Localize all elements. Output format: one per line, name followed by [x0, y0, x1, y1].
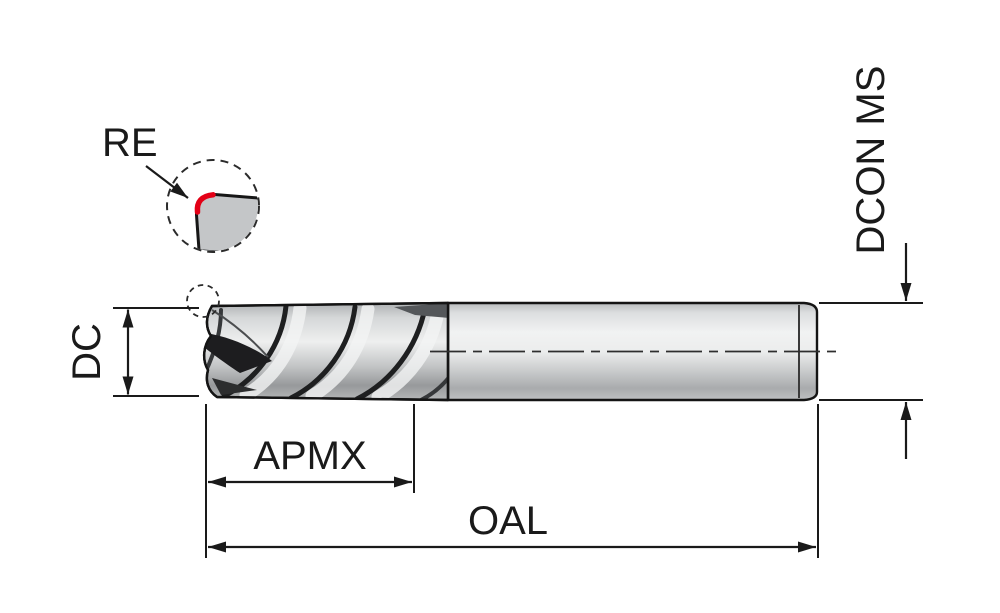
dcon-ms-label: DCON MS	[849, 66, 893, 255]
oal-dimension: OAL	[208, 404, 819, 558]
re-leader-arrow	[145, 165, 189, 199]
end-face-gash	[205, 333, 272, 373]
apmx-label: APMX	[253, 434, 366, 478]
end-face-gash	[212, 378, 257, 395]
re-detail-circle	[166, 159, 260, 253]
dcon-dimension: DCON MS	[819, 66, 923, 459]
flute-highlight	[371, 305, 445, 400]
re-source-circle	[186, 284, 220, 318]
oal-label: OAL	[468, 499, 548, 543]
flute-spiral	[288, 304, 358, 400]
re-callout: RE	[102, 121, 260, 318]
dc-dimension: DC	[65, 307, 199, 397]
flute-outline	[203, 301, 450, 402]
apmx-dimension: APMX	[205, 404, 415, 558]
corner-facet-line	[211, 309, 269, 358]
tool-flutes	[203, 301, 450, 402]
dc-label: DC	[65, 323, 109, 381]
flute-highlight	[305, 303, 375, 400]
flute-spiral	[419, 335, 448, 400]
re-radius-arc	[194, 192, 216, 215]
flute-spiral	[354, 305, 428, 400]
flute-detail	[204, 303, 448, 400]
flute-runout-wedge	[394, 303, 448, 318]
re-label: RE	[102, 121, 158, 165]
flute-highlight	[239, 303, 307, 400]
